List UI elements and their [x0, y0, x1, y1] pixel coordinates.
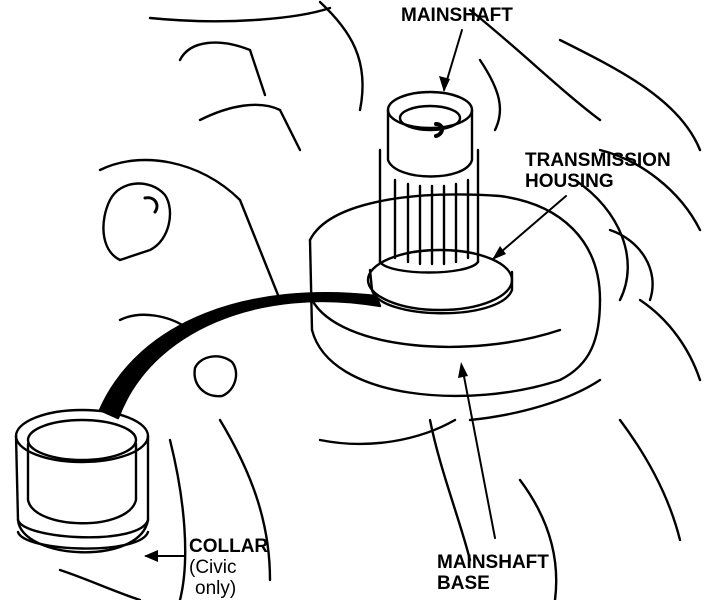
- collar-guide-band: [98, 292, 382, 420]
- mainshaft-shaft: [378, 90, 480, 274]
- mainshaft-base-label: MAINSHAFT BASE: [437, 552, 549, 594]
- mainshaft-base-shape: [308, 193, 602, 398]
- mainshaft-label: MAINSHAFT: [401, 5, 513, 26]
- collar-arrowhead: [144, 550, 158, 562]
- mainshaft-arrowhead: [439, 76, 450, 92]
- collar-shape: [14, 408, 150, 554]
- collar-label-line-2: (Civic: [189, 557, 237, 578]
- collar-label-line-1: COLLAR: [189, 536, 269, 557]
- housing-seat: [366, 248, 514, 315]
- mainshaft-label-text: MAINSHAFT: [401, 5, 513, 26]
- transmission-housing-label-line-2: HOUSING: [525, 171, 614, 192]
- housing-outline: [58, 0, 702, 600]
- transmission-housing-label: TRANSMISSION HOUSING: [525, 150, 671, 192]
- collar-label: COLLAR (Civic only): [189, 536, 268, 599]
- transmission-housing-leader-line: [493, 195, 567, 259]
- mainshaft-base-arrowhead: [458, 362, 468, 378]
- arrowheads: [144, 76, 506, 562]
- transmission-housing-arrowhead: [492, 246, 506, 260]
- mainshaft-base-leader-line: [461, 365, 496, 539]
- mainshaft-base-label-line-2: BASE: [437, 573, 490, 594]
- housing-boss: [102, 182, 238, 398]
- mainshaft-base-label-line-1: MAINSHAFT: [437, 552, 549, 573]
- collar-label-line-3: only): [195, 578, 237, 599]
- transmission-housing-label-line-1: TRANSMISSION: [525, 150, 671, 171]
